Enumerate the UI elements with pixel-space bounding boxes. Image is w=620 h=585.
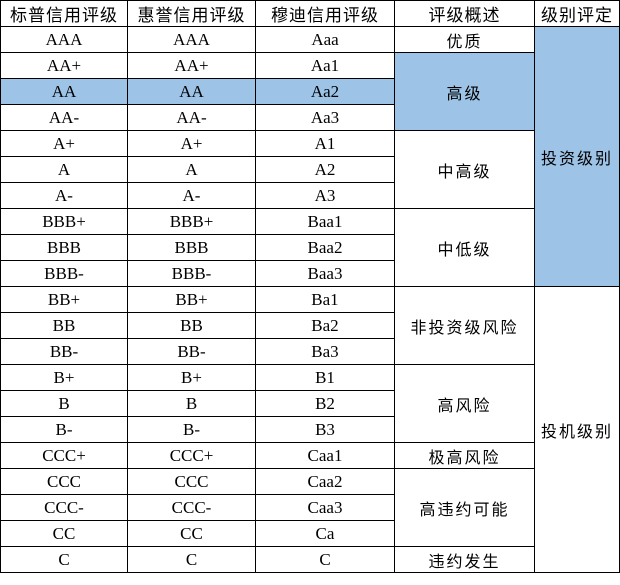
moodys-rating: Aa2: [255, 78, 395, 105]
fitch-rating: BB-: [127, 338, 256, 365]
moodys-rating: Baa1: [255, 208, 395, 235]
rating-description: 中低级: [394, 208, 535, 287]
rating-description: 高级: [394, 52, 535, 131]
table-row: AA-AA-Aa3: [0, 104, 620, 131]
sp-rating: BBB-: [0, 260, 128, 287]
moodys-rating: A2: [255, 156, 395, 183]
moodys-rating: B3: [255, 416, 395, 443]
sp-rating: AA: [0, 78, 128, 105]
fitch-rating: B-: [127, 416, 256, 443]
moodys-rating: A3: [255, 182, 395, 209]
fitch-rating: AA-: [127, 104, 256, 131]
header-grade: 级别评定: [534, 0, 620, 27]
header-moodys: 穆迪信用评级: [255, 0, 395, 27]
moodys-rating: Aa3: [255, 104, 395, 131]
moodys-rating: C: [255, 546, 395, 573]
sp-rating: BBB: [0, 234, 128, 261]
rating-description: 极高风险: [394, 442, 535, 469]
fitch-rating: AA: [127, 78, 256, 105]
sp-rating: AA+: [0, 52, 128, 79]
moodys-rating: A1: [255, 130, 395, 157]
moodys-rating: Caa3: [255, 494, 395, 521]
sp-rating: CCC+: [0, 442, 128, 469]
fitch-rating: BBB+: [127, 208, 256, 235]
fitch-rating: A: [127, 156, 256, 183]
table-row: A-A-A3: [0, 182, 620, 209]
moodys-rating: Caa2: [255, 468, 395, 495]
moodys-rating: Caa1: [255, 442, 395, 469]
sp-rating: CCC: [0, 468, 128, 495]
fitch-rating: BB+: [127, 286, 256, 313]
rating-description: 中高级: [394, 130, 535, 209]
sp-rating: A-: [0, 182, 128, 209]
fitch-rating: CC: [127, 520, 256, 547]
sp-rating: B: [0, 390, 128, 417]
sp-rating: A+: [0, 130, 128, 157]
moodys-rating: B2: [255, 390, 395, 417]
header-row: 标普信用评级 惠誉信用评级 穆迪信用评级 评级概述 级别评定: [0, 0, 620, 27]
sp-rating: C: [0, 546, 128, 573]
moodys-rating: Baa3: [255, 260, 395, 287]
moodys-rating: Aaa: [255, 26, 395, 53]
moodys-rating: Ba2: [255, 312, 395, 339]
fitch-rating: B: [127, 390, 256, 417]
table-row: BBB-BBB-Baa3: [0, 260, 620, 287]
sp-rating: B+: [0, 364, 128, 391]
rating-description: 高风险: [394, 364, 535, 443]
fitch-rating: A-: [127, 182, 256, 209]
fitch-rating: CCC-: [127, 494, 256, 521]
sp-rating: CCC-: [0, 494, 128, 521]
moodys-rating: Ba1: [255, 286, 395, 313]
rating-description: 优质: [394, 26, 535, 53]
sp-rating: AAA: [0, 26, 128, 53]
sp-rating: BB+: [0, 286, 128, 313]
moodys-rating: Ba3: [255, 338, 395, 365]
fitch-rating: BB: [127, 312, 256, 339]
rating-description: 非投资级风险: [394, 286, 535, 365]
sp-rating: BB: [0, 312, 128, 339]
sp-rating: BB-: [0, 338, 128, 365]
fitch-rating: CCC+: [127, 442, 256, 469]
header-description: 评级概述: [394, 0, 535, 27]
sp-rating: BBB+: [0, 208, 128, 235]
fitch-rating: AA+: [127, 52, 256, 79]
header-sp: 标普信用评级: [0, 0, 128, 27]
rating-description: 违约发生: [394, 546, 535, 573]
fitch-rating: B+: [127, 364, 256, 391]
fitch-rating: AAA: [127, 26, 256, 53]
header-fitch: 惠誉信用评级: [127, 0, 256, 27]
sp-rating: AA-: [0, 104, 128, 131]
moodys-rating: Ca: [255, 520, 395, 547]
fitch-rating: CCC: [127, 468, 256, 495]
moodys-rating: B1: [255, 364, 395, 391]
sp-rating: B-: [0, 416, 128, 443]
table-row: CCC-CCC-Caa3: [0, 494, 620, 521]
rating-description: 高违约可能: [394, 468, 535, 547]
moodys-rating: Aa1: [255, 52, 395, 79]
sp-rating: CC: [0, 520, 128, 547]
moodys-rating: Baa2: [255, 234, 395, 261]
sp-rating: A: [0, 156, 128, 183]
fitch-rating: C: [127, 546, 256, 573]
grade-classification: 投机级别: [534, 286, 620, 573]
fitch-rating: BBB-: [127, 260, 256, 287]
grade-classification: 投资级别: [534, 26, 620, 287]
fitch-rating: BBB: [127, 234, 256, 261]
fitch-rating: A+: [127, 130, 256, 157]
